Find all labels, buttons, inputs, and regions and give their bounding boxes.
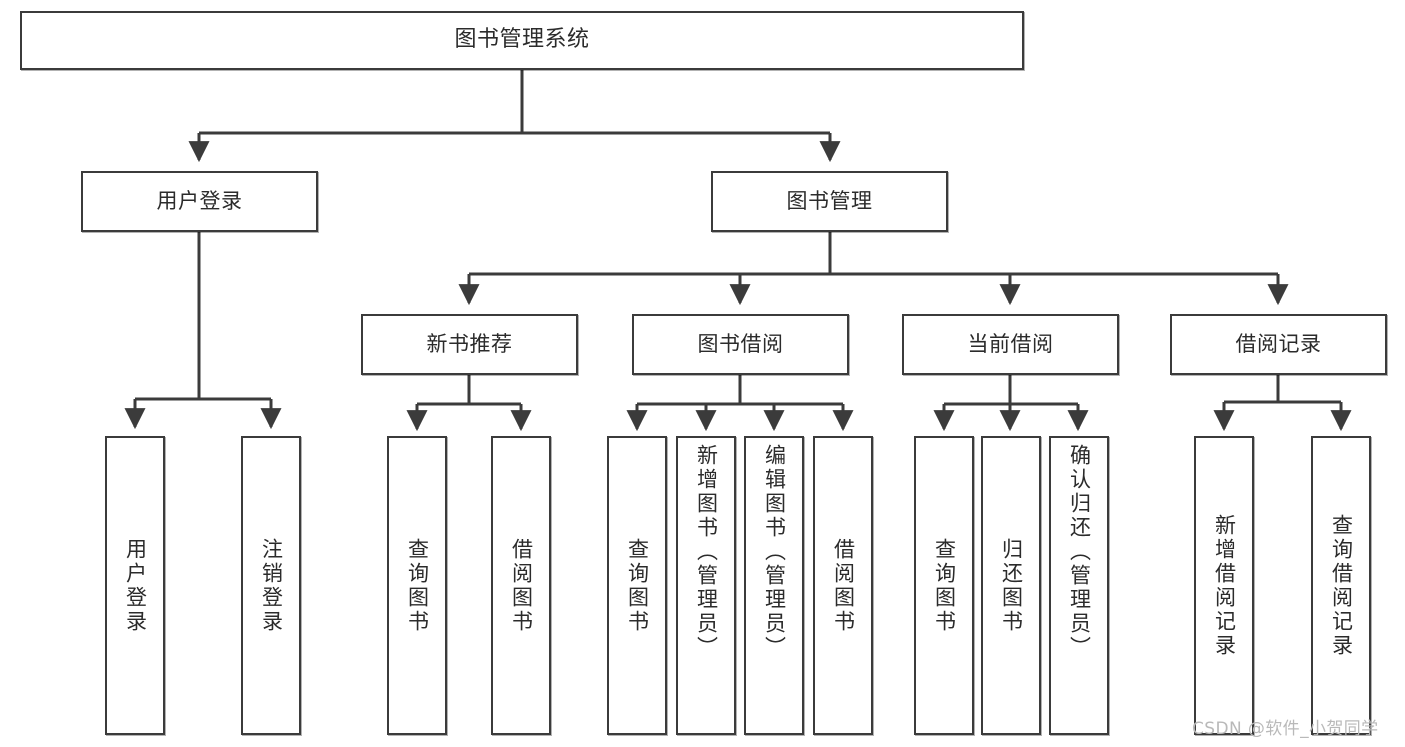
node-label: 注销登录 <box>259 537 284 634</box>
leaf-query-book-recommend[interactable]: 查询图书 <box>387 436 447 735</box>
node-borrow-record[interactable]: 借阅记录 <box>1170 314 1387 375</box>
node-root-system[interactable]: 图书管理系统 <box>20 11 1024 70</box>
csdn-watermark: CSDN @软件_小贺同学 <box>1192 719 1379 739</box>
node-label: 查询图书 <box>625 537 650 634</box>
node-label: 查询图书 <box>932 537 957 634</box>
node-label: 编辑图书（管理员） <box>762 444 787 660</box>
node-new-book-recommend[interactable]: 新书推荐 <box>361 314 578 375</box>
leaf-query-borrow-record[interactable]: 查询借阅记录 <box>1311 436 1371 735</box>
node-label: 用户登录 <box>156 189 243 214</box>
leaf-borrow-book-recommend[interactable]: 借阅图书 <box>491 436 551 735</box>
node-label: 新书推荐 <box>426 332 513 357</box>
leaf-return-book[interactable]: 归还图书 <box>981 436 1041 735</box>
node-user-login[interactable]: 用户登录 <box>81 171 318 232</box>
node-label: 图书借阅 <box>697 332 784 357</box>
node-book-borrow[interactable]: 图书借阅 <box>632 314 849 375</box>
leaf-logout-login[interactable]: 注销登录 <box>241 436 301 735</box>
node-label: 查询图书 <box>405 537 430 634</box>
leaf-edit-book[interactable]: 编辑图书（管理员） <box>744 436 804 735</box>
leaf-borrow-book[interactable]: 借阅图书 <box>813 436 873 735</box>
leaf-confirm-return[interactable]: 确认归还（管理员） <box>1049 436 1109 735</box>
node-label: 图书管理 <box>786 189 873 214</box>
node-book-manage[interactable]: 图书管理 <box>711 171 948 232</box>
node-label: 确认归还（管理员） <box>1067 444 1092 660</box>
node-label: 借阅图书 <box>509 537 534 634</box>
leaf-add-book[interactable]: 新增图书（管理员） <box>676 436 736 735</box>
leaf-query-book-borrow[interactable]: 查询图书 <box>607 436 667 735</box>
node-label: 借阅图书 <box>831 537 856 634</box>
node-label: 查询借阅记录 <box>1329 513 1354 658</box>
node-label: 用户登录 <box>123 537 148 634</box>
node-label: 新增借阅记录 <box>1212 513 1237 658</box>
leaf-add-borrow-record[interactable]: 新增借阅记录 <box>1194 436 1254 735</box>
node-label: 当前借阅 <box>967 332 1054 357</box>
leaf-query-book-current[interactable]: 查询图书 <box>914 436 974 735</box>
node-label: 借阅记录 <box>1235 332 1322 357</box>
node-label: 图书管理系统 <box>454 27 590 53</box>
node-label: 归还图书 <box>999 537 1024 634</box>
node-label: 新增图书（管理员） <box>694 444 719 660</box>
node-current-borrow[interactable]: 当前借阅 <box>902 314 1119 375</box>
leaf-user-login[interactable]: 用户登录 <box>105 436 165 735</box>
